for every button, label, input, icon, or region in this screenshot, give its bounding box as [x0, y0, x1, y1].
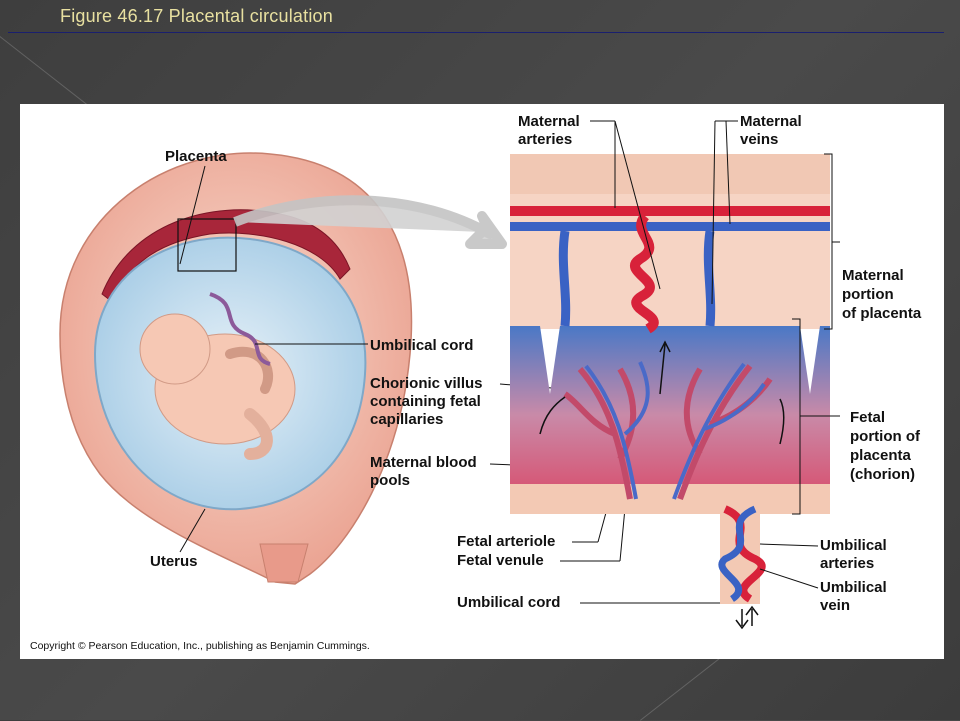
label-line: Maternal blood [370, 454, 477, 471]
leader-line [759, 568, 819, 589]
leader-line [725, 120, 731, 225]
label-line: Maternal [518, 113, 580, 130]
label-umbilical-vein: Umbilical vein [820, 579, 891, 614]
label-fetal-venule: Fetal venule [457, 552, 544, 569]
title-divider [8, 32, 944, 33]
copyright-text: Copyright © Pearson Education, Inc., pub… [30, 640, 370, 652]
label-line: vein [820, 597, 850, 614]
uterus-illustration [59, 152, 413, 585]
flow-arrow [779, 398, 785, 445]
chorion-base [510, 484, 830, 514]
flow-arrow [539, 396, 566, 435]
label-umbilical-arteries: Umbilical arteries [820, 537, 891, 572]
leader-line [614, 120, 661, 290]
maternal-vein-horizontal [510, 222, 830, 231]
fetus-head [139, 313, 211, 385]
figure-panel: Placenta Uterus Umbilical cord Chorionic… [20, 104, 944, 659]
label-fetal-portion: Fetal portion of placenta (chorion) [850, 409, 924, 483]
label-maternal-veins: Maternal veins [740, 113, 806, 148]
label-line: portion [842, 286, 894, 303]
umbilical-cord-small [209, 292, 271, 366]
label-line: pools [370, 472, 410, 489]
label-line: Chorionic villus [370, 375, 483, 392]
label-line: veins [740, 131, 778, 148]
maternal-vein-descending-right [703, 230, 716, 327]
label-line: placenta [850, 447, 912, 464]
label-uterus: Uterus [150, 553, 198, 570]
label-line: arteries [518, 131, 572, 148]
leader-line [179, 165, 206, 265]
label-line: containing fetal [370, 393, 481, 410]
flow-arrow [659, 340, 671, 395]
leader-line [711, 120, 716, 305]
label-fetal-arteriole: Fetal arteriole [457, 533, 555, 550]
flow-arrow [735, 609, 749, 630]
label-line: arteries [820, 555, 874, 572]
label-maternal-blood-pools: Maternal blood pools [370, 454, 481, 489]
label-line: Umbilical [820, 579, 887, 596]
fetus-limb [244, 408, 273, 460]
cervix [259, 543, 309, 583]
label-line: Maternal [842, 267, 904, 284]
blood-pool-region [510, 326, 830, 504]
label-line: Umbilical [820, 537, 887, 554]
villus-tree-left-vein [584, 361, 650, 500]
bracket-fetal-portion [792, 318, 840, 515]
label-placenta: Placenta [165, 148, 227, 165]
label-line: (chorion) [850, 466, 915, 483]
leader-line [179, 508, 206, 553]
label-maternal-portion: Maternal portion of placenta [842, 267, 922, 322]
umbilical-vein-strand [718, 505, 757, 602]
slide-title: Figure 46.17 Placental circulation [60, 6, 333, 26]
zoom-box [177, 218, 237, 272]
label-line: of placenta [842, 305, 922, 322]
label-line: Fetal [850, 409, 885, 426]
placenta-cross-section [510, 154, 830, 630]
label-line: Maternal [740, 113, 802, 130]
zoom-arrow [233, 195, 507, 249]
placental-circulation-diagram: Placenta Uterus Umbilical cord Chorionic… [30, 113, 924, 652]
maternal-tissue-band [510, 154, 830, 194]
maternal-artery-horizontal [510, 206, 830, 216]
flow-arrow [745, 605, 759, 626]
bracket-maternal-portion [824, 153, 840, 330]
label-chorionic-villus: Chorionic villus containing fetal capill… [370, 375, 487, 428]
label-line: portion of [850, 428, 921, 445]
label-line: capillaries [370, 411, 443, 428]
label-maternal-arteries: Maternal arteries [518, 113, 584, 148]
label-umbilical-cord-bottom: Umbilical cord [457, 594, 560, 611]
maternal-vein-descending-left [558, 230, 571, 327]
label-umbilical-cord: Umbilical cord [370, 337, 473, 354]
leader-line [759, 543, 819, 547]
placenta-layer [101, 209, 351, 305]
villus-tree-right-vein [672, 362, 766, 500]
